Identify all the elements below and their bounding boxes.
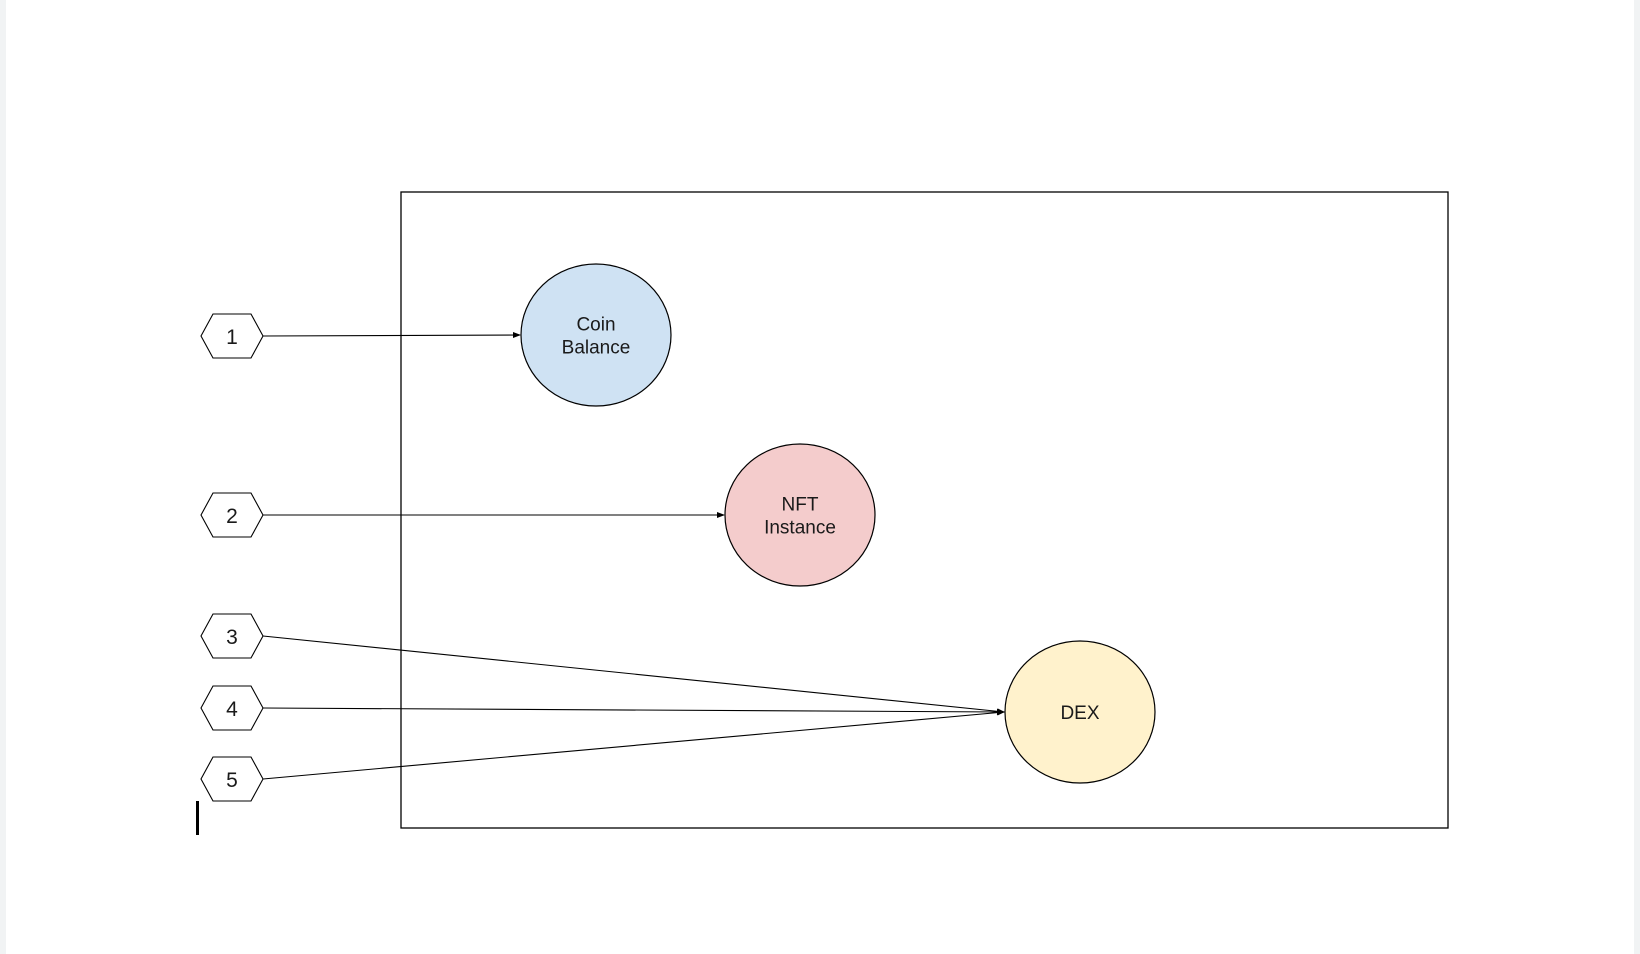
node-label-dex: DEX xyxy=(1060,703,1099,724)
node-label-nft-instance: Instance xyxy=(764,518,836,539)
marker-hexagon-2[interactable] xyxy=(200,492,264,538)
node-coin-balance[interactable] xyxy=(520,263,672,407)
marker-label-4: 4 xyxy=(226,698,238,721)
connector-4-to-dex[interactable] xyxy=(262,707,1005,715)
canvas-margin-right xyxy=(1634,0,1640,954)
container-box[interactable] xyxy=(400,191,1449,829)
node-label-nft-instance: NFT xyxy=(782,495,819,516)
marker-label-2: 2 xyxy=(226,505,238,528)
marker-hexagon-5[interactable] xyxy=(200,756,264,802)
node-label-coin-balance: Coin xyxy=(576,315,615,336)
node-nft-instance[interactable] xyxy=(724,443,876,587)
node-label-coin-balance: Balance xyxy=(562,338,631,359)
canvas-margin-left xyxy=(0,0,6,954)
marker-group: 1 2 3 4 5 xyxy=(200,313,264,802)
marker-label-3: 3 xyxy=(226,626,238,649)
connector-5-to-dex[interactable] xyxy=(262,709,1005,780)
connector-1-to-coin-balance[interactable] xyxy=(262,332,521,339)
connector-3-to-dex[interactable] xyxy=(262,635,1005,715)
connector-group xyxy=(262,332,1005,780)
marker-label-5: 5 xyxy=(226,769,238,792)
marker-hexagon-1[interactable] xyxy=(200,313,264,359)
marker-label-1: 1 xyxy=(226,326,238,349)
marker-hexagon-3[interactable] xyxy=(200,613,264,659)
node-dex[interactable] xyxy=(1004,640,1156,784)
marker-hexagon-4[interactable] xyxy=(200,685,264,731)
text-cursor xyxy=(196,801,199,835)
